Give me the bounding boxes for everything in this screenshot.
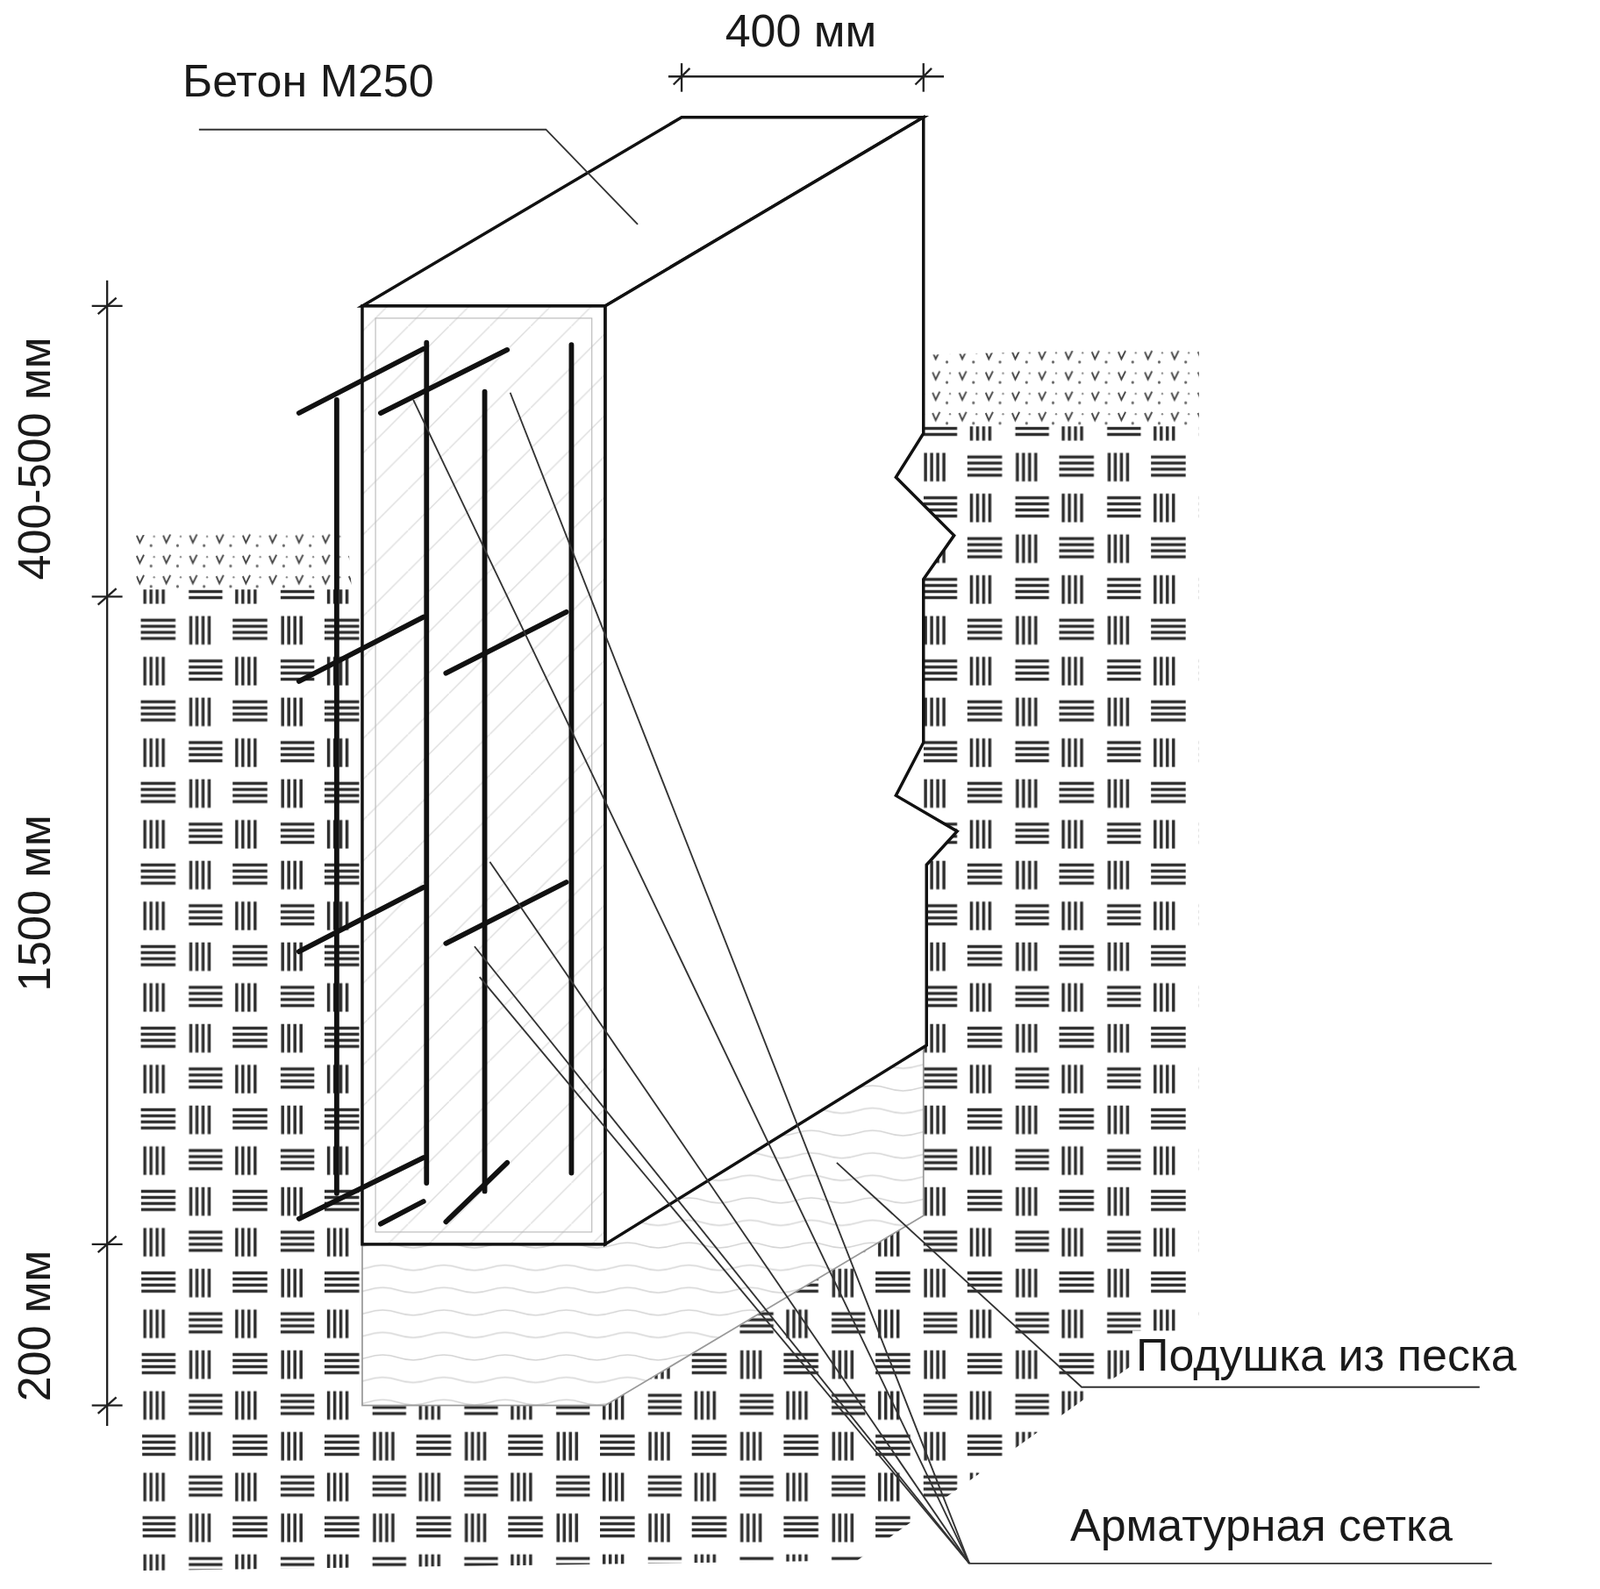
dimension-label: 400 мм — [721, 6, 881, 57]
dimension-label: 1500 мм — [9, 811, 60, 996]
dimension-label: 200 мм — [9, 1247, 60, 1407]
callout-label: Подушка из песка — [1132, 1330, 1521, 1381]
callout-label: Бетон М250 — [178, 56, 438, 107]
dimension-label: 400-500 мм — [9, 334, 60, 585]
callout-label: Арматурная сетка — [1066, 1500, 1457, 1551]
